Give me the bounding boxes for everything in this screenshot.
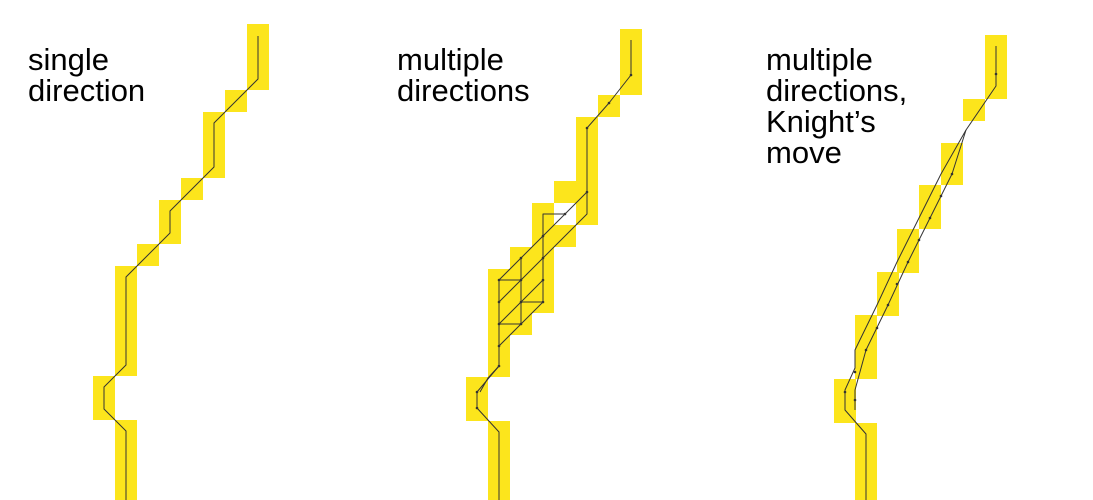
- route-line: [476, 40, 632, 500]
- diagram-single-direction: [93, 24, 269, 500]
- panel-label-single-direction: single direction: [28, 42, 146, 108]
- highlight-cells: [834, 35, 1007, 500]
- panel-label-knights-move: multiple directions, Knight’s move: [766, 42, 908, 170]
- panel-label-multiple-directions: multiple directions: [397, 42, 530, 108]
- highlight-cells: [93, 24, 269, 500]
- diagram-multiple-directions: [466, 29, 642, 500]
- node-markers: [475, 73, 633, 410]
- diagram-knights-move: [834, 35, 1007, 500]
- route-line: [103, 36, 259, 500]
- node-markers: [843, 72, 998, 402]
- highlight-cells: [466, 29, 642, 500]
